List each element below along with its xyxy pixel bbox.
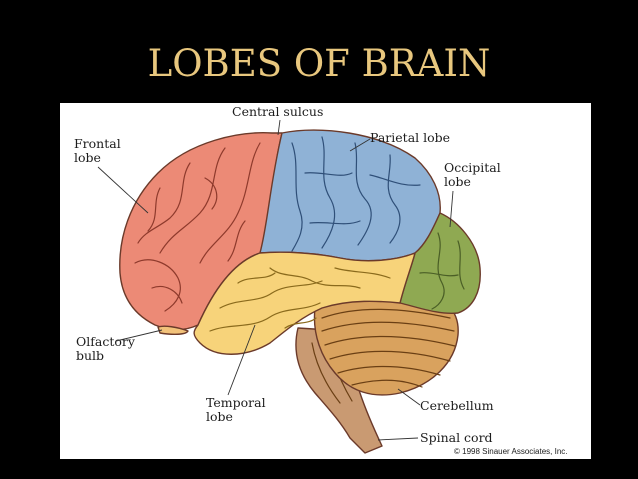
label-temporal-lobe-line1: Temporal: [206, 395, 266, 410]
slide-title: LOBES OF BRAIN: [147, 42, 491, 85]
label-olfactory-bulb-line1: Olfactory: [76, 334, 136, 349]
leader-frontal-lobe: [97, 166, 149, 214]
label-frontal-lobe-line2: lobe: [74, 150, 101, 165]
label-olfactory-bulb-line2: bulb: [76, 348, 104, 363]
leader-occipital-lobe: [449, 190, 454, 228]
leader-cerebellum: [397, 388, 421, 406]
temporal-lobe-shape: [193, 251, 416, 355]
label-central-sulcus: Central sulcus: [232, 104, 323, 119]
temporal-lobe-gyri: [209, 267, 391, 332]
leader-central-sulcus: [277, 119, 281, 136]
label-cerebellum: Cerebellum: [420, 398, 494, 413]
brain-diagram: Central sulcus Frontal lobe Parietal lob…: [74, 104, 568, 456]
label-temporal-lobe-line2: lobe: [206, 409, 233, 424]
copyright-notice: © 1998 Sinauer Associates, Inc.: [454, 447, 568, 456]
leader-olfactory-bulb: [115, 329, 163, 342]
label-parietal-lobe: Parietal lobe: [370, 130, 450, 145]
brain-diagram-panel: Central sulcus Frontal lobe Parietal lob…: [60, 103, 591, 459]
parietal-lobe-gyri: [291, 136, 421, 252]
cerebellum-folia: [321, 308, 456, 388]
label-occipital-lobe-line2: lobe: [444, 174, 471, 189]
olfactory-bulb-shape: [157, 325, 189, 336]
occipital-lobe-gyri: [419, 232, 465, 310]
parietal-lobe-shape: [259, 129, 441, 262]
label-spinal-cord: Spinal cord: [420, 430, 493, 445]
frontal-lobe-gyri: [134, 142, 261, 312]
leader-spinal-cord: [377, 437, 419, 441]
label-occipital-lobe-line1: Occipital: [444, 160, 501, 175]
occipital-lobe-shape: [399, 212, 481, 315]
leader-temporal-lobe: [227, 324, 256, 396]
leader-parietal-lobe: [349, 138, 371, 152]
label-frontal-lobe-line1: Frontal: [74, 136, 121, 151]
